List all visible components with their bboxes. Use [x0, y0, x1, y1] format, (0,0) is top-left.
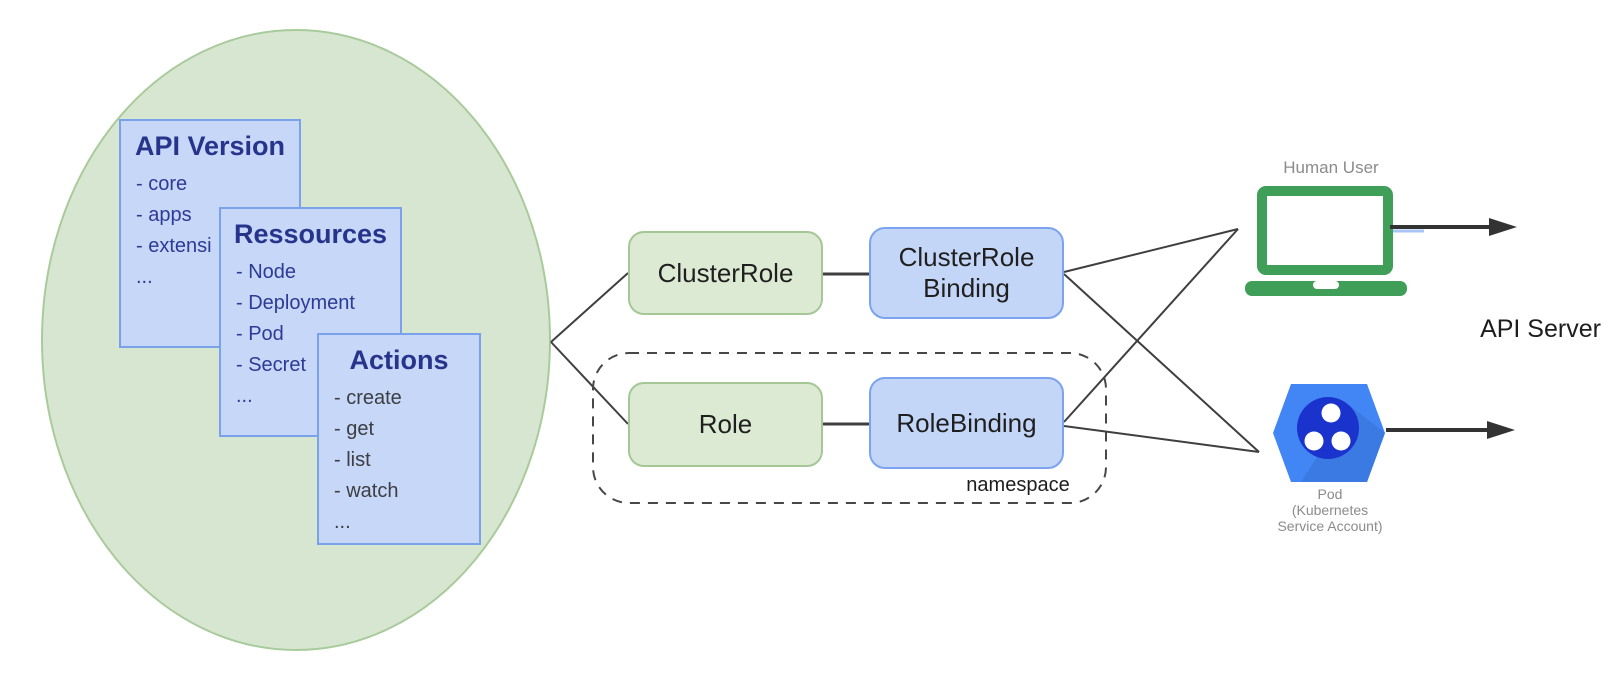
- node-clusterrolebinding: ClusterRole Binding: [869, 227, 1064, 319]
- card-title: API Version: [134, 131, 286, 161]
- card-item: - list: [334, 449, 371, 471]
- api-server-label: API Server: [1480, 315, 1601, 343]
- card-item: - extensi: [136, 235, 212, 257]
- node-label: ClusterRole Binding: [898, 242, 1035, 303]
- card-item: - Node: [236, 261, 297, 283]
- card-item: - Pod: [236, 323, 284, 345]
- card-item: - apps: [136, 204, 192, 226]
- pod-dot-left: [1304, 431, 1324, 451]
- arrow-pod-to-api-server: [1386, 421, 1515, 439]
- pod-label-line: Pod: [1317, 486, 1343, 502]
- node-label: Role: [698, 409, 753, 439]
- human-user-label: Human User: [1283, 158, 1379, 177]
- node-label: RoleBinding: [896, 407, 1037, 438]
- line-rolebinding-to-pod: [1063, 425, 1260, 453]
- namespace-boundary: [592, 352, 1107, 504]
- card-title: Actions: [349, 345, 449, 375]
- card-item: - Deployment: [236, 292, 355, 314]
- node-clusterrole: ClusterRole: [628, 231, 823, 315]
- arrow-head: [1489, 218, 1517, 236]
- laptop-icon: [1245, 186, 1407, 296]
- card-item: ...: [334, 511, 351, 533]
- card-title: Ressources: [233, 219, 388, 249]
- card-item: - watch: [334, 480, 399, 502]
- card-item: - create: [334, 387, 402, 409]
- line-scope-to-clusterrole: [550, 272, 629, 343]
- node-role: Role: [628, 382, 823, 467]
- card-item: - get: [334, 418, 375, 440]
- line-clusterrolebinding-to-pod: [1063, 273, 1260, 453]
- arrow-human-user-to-api-server: [1390, 218, 1517, 236]
- card-actions: Actions - create - get - list - watch ..…: [317, 333, 481, 545]
- line-rolebinding-to-human-user: [1063, 228, 1239, 423]
- arrow-head: [1487, 421, 1515, 439]
- pod-icon: [1273, 384, 1385, 482]
- laptop-base-notch: [1313, 281, 1339, 289]
- node-rolebinding: RoleBinding: [869, 377, 1064, 469]
- namespace-label: namespace: [966, 474, 1070, 496]
- pod-label-line: Service Account): [1277, 518, 1383, 534]
- node-label: ClusterRole: [657, 257, 794, 288]
- pod-label: Pod (Kubernetes Service Account): [1250, 486, 1410, 534]
- pod-dot-top: [1321, 403, 1341, 423]
- card-item: - Secret: [236, 354, 307, 376]
- laptop-screen: [1267, 196, 1383, 265]
- pod-label-line: (Kubernetes: [1291, 502, 1369, 518]
- line-clusterrolebinding-to-human-user: [1063, 228, 1239, 273]
- pod-dot-right: [1331, 431, 1351, 451]
- card-item: ...: [236, 385, 253, 407]
- line-scope-to-role: [550, 341, 629, 425]
- card-item: - core: [136, 173, 188, 195]
- card-item: ...: [136, 266, 153, 288]
